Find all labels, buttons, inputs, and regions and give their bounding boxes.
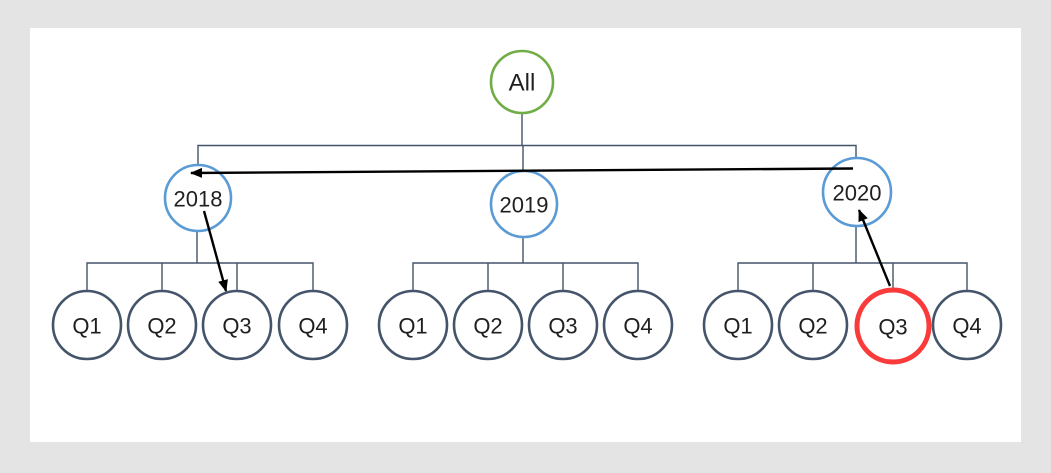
node-year-2020: 2020 (821, 156, 893, 228)
node-2019-q3: Q3 (527, 289, 599, 361)
node-2019-q3-circle (527, 289, 599, 361)
node-2020-q1: Q1 (702, 289, 774, 361)
node-2019-q2: Q2 (452, 289, 524, 361)
node-2020-q4: Q4 (931, 289, 1003, 361)
node-2018-q3: Q3 (201, 289, 273, 361)
node-2019-label: 2019 (500, 193, 549, 218)
node-2020-q2: Q2 (777, 289, 849, 361)
node-2020-q4-label: Q4 (952, 314, 981, 339)
drilldown-tree-diagram: All 2018 2019 2020 Q1 Q2 Q3 (51, 49, 1003, 365)
node-2020-q3-highlight-circle (854, 287, 932, 365)
node-all: All (489, 49, 555, 115)
node-2019-q1: Q1 (377, 289, 449, 361)
node-2019-q4-circle (602, 289, 674, 361)
node-2018-q1-label: Q1 (72, 314, 101, 339)
connector-lines (86, 113, 968, 291)
node-2019-q4: Q4 (602, 289, 674, 361)
node-2018-q2: Q2 (126, 289, 198, 361)
connector-root-to-years (197, 113, 857, 171)
node-2020-q2-label: Q2 (798, 314, 827, 339)
node-2018-q2-circle (126, 289, 198, 361)
node-year-2018: 2018 (163, 163, 233, 233)
node-2020-q2-circle (777, 289, 849, 361)
slide-canvas: All 2018 2019 2020 Q1 Q2 Q3 (30, 28, 1021, 442)
node-2020-q3-label: Q3 (878, 315, 907, 340)
connector-2019-to-quarters (412, 237, 639, 291)
node-2018-q4-label: Q4 (298, 314, 327, 339)
node-2019-q4-label: Q4 (623, 314, 652, 339)
node-2018-q2-label: Q2 (147, 314, 176, 339)
node-2018-label: 2018 (174, 187, 223, 212)
node-2018-q1-circle (51, 289, 123, 361)
annotation-arrows (190, 167, 892, 292)
connector-2020-to-quarters (737, 226, 968, 291)
node-2020-q4-circle (931, 289, 1003, 361)
node-2019-q2-circle (452, 289, 524, 361)
node-2020-q1-label: Q1 (723, 314, 752, 339)
node-year-2019: 2019 (489, 169, 559, 239)
node-2019-q3-label: Q3 (548, 314, 577, 339)
node-2019-q1-label: Q1 (398, 314, 427, 339)
node-2018-q4: Q4 (277, 289, 349, 361)
node-2018-q1: Q1 (51, 289, 123, 361)
arrow-2020-to-2018 (190, 167, 854, 178)
node-2020-q1-circle (702, 289, 774, 361)
node-2018-circle (163, 163, 233, 233)
connector-2018-to-quarters (86, 231, 314, 291)
node-2020-q3-highlighted: Q3 (854, 287, 932, 365)
arrow-2020-q3-to-2020 (857, 209, 892, 287)
node-2018-q4-circle (277, 289, 349, 361)
node-all-label: All (509, 70, 536, 97)
node-2020-circle (821, 156, 893, 228)
node-2018-q3-label: Q3 (222, 314, 251, 339)
node-2020-label: 2020 (833, 181, 882, 206)
arrow-2018-to-2018-q3 (202, 210, 228, 292)
node-2019-q2-label: Q2 (473, 314, 502, 339)
node-all-circle (489, 49, 555, 115)
node-2019-q1-circle (377, 289, 449, 361)
node-2018-q3-circle (201, 289, 273, 361)
